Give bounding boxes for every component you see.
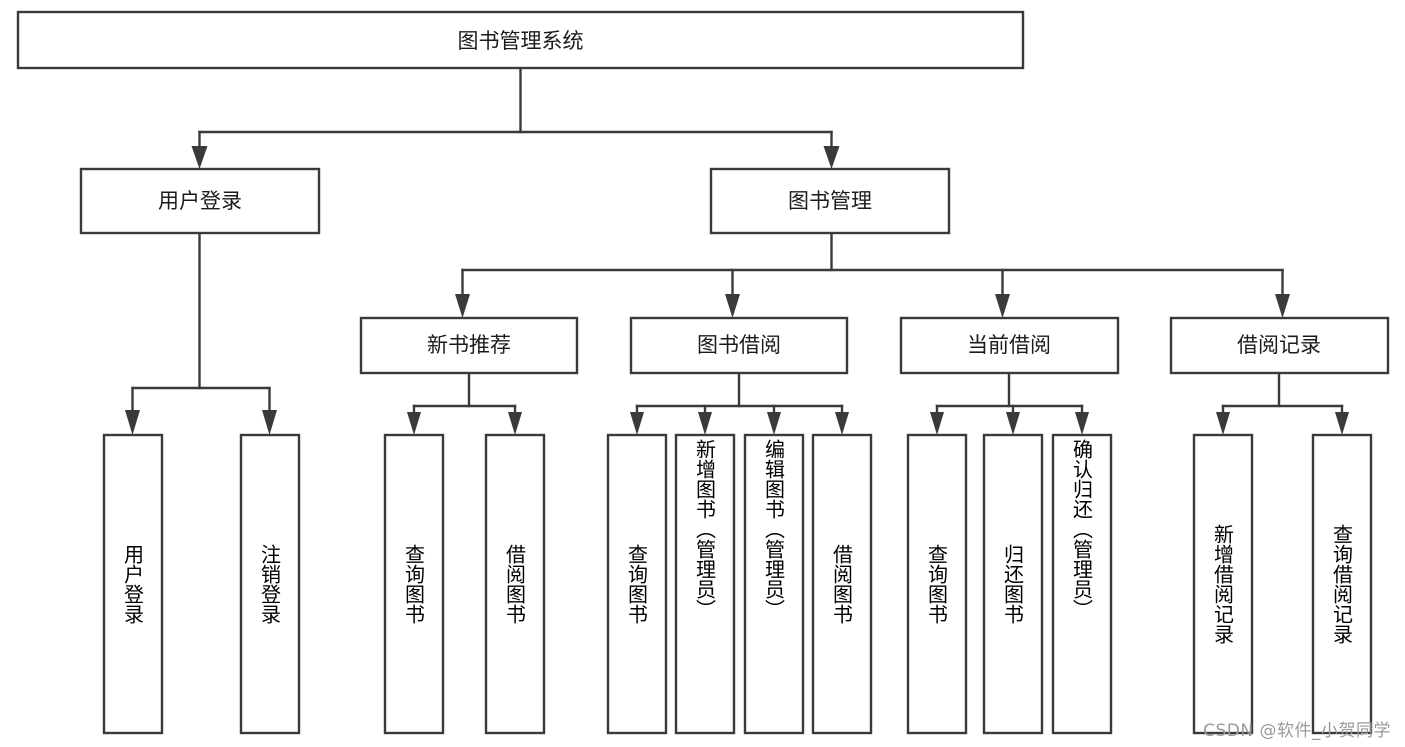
node-leaf-query-record-box[interactable] [1311, 433, 1373, 735]
node-book-manage-label: 图书管理 [788, 189, 872, 213]
node-book-manage-box[interactable] [709, 167, 951, 235]
node-leaf-query-book-rec-label: 查询图书 [401, 544, 426, 624]
arrow-head-leaf-query-record [1335, 412, 1349, 435]
node-leaf-user-login[interactable]: 用户登录 [102, 433, 164, 735]
node-root-box[interactable] [16, 10, 1025, 70]
node-leaf-query-book-borrow-box[interactable] [606, 433, 668, 735]
arrow-head-book-manage [823, 146, 840, 169]
node-leaf-confirm-return-label: 确认归还（管理员） [1069, 439, 1094, 619]
arrow-head-book-borrow [725, 294, 740, 318]
node-root-label: 图书管理系统 [458, 29, 584, 53]
node-leaf-add-record[interactable]: 新增借阅记录 [1192, 433, 1254, 735]
node-leaf-add-record-box[interactable] [1192, 433, 1254, 735]
node-leaf-logout[interactable]: 注销登录 [239, 433, 301, 735]
arrow-head-leaf-query-book-cur [930, 412, 944, 435]
arrow-head-leaf-confirm-return [1075, 412, 1089, 435]
node-leaf-query-book-cur-label: 查询图书 [924, 544, 949, 624]
node-leaf-edit-book[interactable]: 编辑图书（管理员） [743, 433, 805, 735]
node-leaf-confirm-return[interactable]: 确认归还（管理员） [1051, 433, 1113, 735]
arrow-head-leaf-return-book [1006, 412, 1020, 435]
node-book-borrow[interactable]: 图书借阅 [629, 316, 849, 375]
node-leaf-user-login-label: 用户登录 [120, 544, 145, 624]
node-borrow-record[interactable]: 借阅记录 [1169, 316, 1390, 375]
arrow-head-leaf-add-record [1216, 412, 1230, 435]
node-leaf-add-book-box[interactable] [674, 433, 736, 735]
node-borrow-record-label: 借阅记录 [1237, 333, 1321, 357]
node-leaf-query-book-cur-textwrap: 查询图书 [924, 544, 949, 624]
node-leaf-return-book[interactable]: 归还图书 [982, 433, 1044, 735]
node-user-login[interactable]: 用户登录 [79, 167, 321, 235]
node-current-borrow-label: 当前借阅 [967, 333, 1051, 357]
node-leaf-query-book-rec-box[interactable] [383, 433, 445, 735]
node-leaf-return-book-textwrap: 归还图书 [1000, 544, 1025, 624]
node-leaf-borrow-book[interactable]: 借阅图书 [811, 433, 873, 735]
node-leaf-query-record-textwrap: 查询借阅记录 [1329, 524, 1354, 644]
arrow-head-current-borrow [995, 294, 1010, 318]
node-leaf-borrow-book-box[interactable] [811, 433, 873, 735]
node-leaf-borrow-book-rec-box[interactable] [484, 433, 546, 735]
node-leaf-add-book[interactable]: 新增图书（管理员） [674, 433, 736, 735]
node-leaf-query-book-borrow[interactable]: 查询图书 [606, 433, 668, 735]
node-leaf-borrow-book-label: 借阅图书 [829, 544, 854, 624]
node-leaf-query-record-label: 查询借阅记录 [1329, 524, 1354, 644]
arrow-head-leaf-edit-book [767, 412, 781, 435]
node-leaf-return-book-label: 归还图书 [1000, 544, 1025, 624]
arrow-head-borrow-record [1275, 294, 1290, 318]
node-leaf-user-login-textwrap: 用户登录 [120, 544, 145, 624]
node-leaf-borrow-book-textwrap: 借阅图书 [829, 544, 854, 624]
node-user-login-box[interactable] [79, 167, 321, 235]
arrow-head-leaf-borrow-book [835, 412, 849, 435]
connector-layer [125, 66, 1349, 435]
node-new-book-recommend[interactable]: 新书推荐 [359, 316, 579, 375]
node-leaf-edit-book-label: 编辑图书（管理员） [761, 439, 786, 619]
node-leaf-borrow-book-rec[interactable]: 借阅图书 [484, 433, 546, 735]
node-leaf-return-book-box[interactable] [982, 433, 1044, 735]
arrow-head-leaf-user-login [125, 410, 140, 435]
node-leaf-query-book-cur[interactable]: 查询图书 [906, 433, 968, 735]
node-leaf-add-book-label: 新增图书（管理员） [692, 439, 717, 619]
node-new-book-recommend-box[interactable] [359, 316, 579, 375]
arrow-head-user-login [191, 146, 208, 169]
arrow-head-leaf-logout [262, 410, 277, 435]
node-current-borrow-box[interactable] [899, 316, 1120, 375]
node-leaf-logout-textwrap: 注销登录 [257, 544, 282, 624]
arrow-head-leaf-borrow-book-rec [508, 412, 522, 435]
node-leaf-query-book-cur-box[interactable] [906, 433, 968, 735]
node-leaf-query-record[interactable]: 查询借阅记录 [1311, 433, 1373, 735]
node-leaf-edit-book-box[interactable] [743, 433, 805, 735]
node-leaf-query-book-rec[interactable]: 查询图书 [383, 433, 445, 735]
node-leaf-add-book-textwrap: 新增图书（管理员） [692, 439, 717, 619]
node-leaf-borrow-book-rec-textwrap: 借阅图书 [502, 544, 527, 624]
node-borrow-record-box[interactable] [1169, 316, 1390, 375]
arrow-head-leaf-add-book [698, 412, 712, 435]
node-leaf-edit-book-textwrap: 编辑图书（管理员） [761, 439, 786, 619]
node-leaf-add-record-label: 新增借阅记录 [1210, 524, 1235, 644]
node-leaf-logout-box[interactable] [239, 433, 301, 735]
node-leaf-add-record-textwrap: 新增借阅记录 [1210, 524, 1235, 644]
node-leaf-borrow-book-rec-label: 借阅图书 [502, 544, 527, 624]
node-leaf-query-book-borrow-textwrap: 查询图书 [624, 544, 649, 624]
node-leaf-confirm-return-box[interactable] [1051, 433, 1113, 735]
node-leaf-query-book-borrow-label: 查询图书 [624, 544, 649, 624]
node-book-borrow-box[interactable] [629, 316, 849, 375]
node-leaf-user-login-box[interactable] [102, 433, 164, 735]
node-new-book-recommend-label: 新书推荐 [427, 333, 511, 357]
node-leaf-confirm-return-textwrap: 确认归还（管理员） [1069, 439, 1094, 619]
node-leaf-query-book-rec-textwrap: 查询图书 [401, 544, 426, 624]
arrow-head-leaf-query-book-rec [407, 412, 421, 435]
node-book-manage[interactable]: 图书管理 [709, 167, 951, 235]
arrow-head-leaf-query-book-borrow [630, 412, 644, 435]
arrow-head-new-book-recommend [455, 294, 470, 318]
node-user-login-label: 用户登录 [158, 189, 242, 213]
node-leaf-logout-label: 注销登录 [257, 544, 282, 624]
node-root[interactable]: 图书管理系统 [16, 10, 1025, 70]
node-book-borrow-label: 图书借阅 [697, 333, 781, 357]
node-current-borrow[interactable]: 当前借阅 [899, 316, 1120, 375]
